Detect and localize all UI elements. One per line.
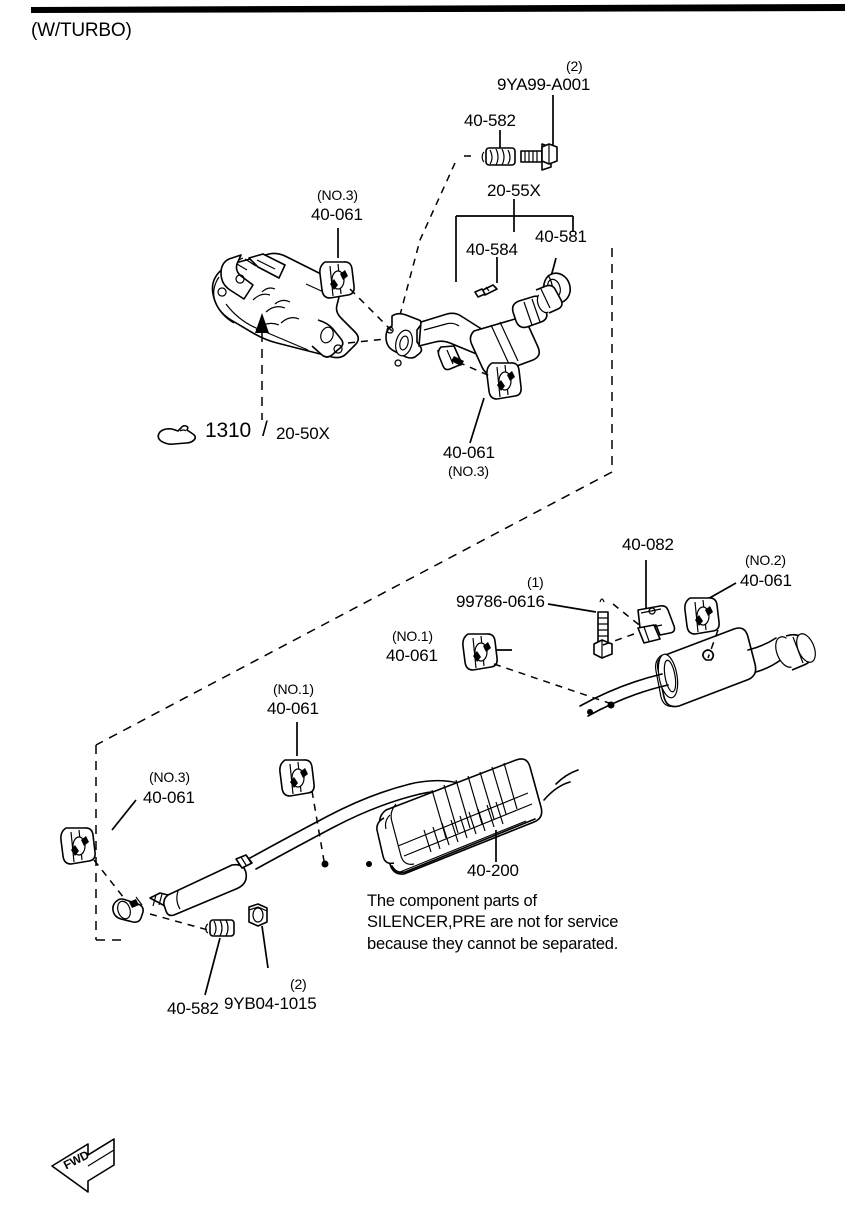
label-40-061-no1-left: 40-061 (267, 699, 319, 718)
label-hanger-no2-no: (NO.2) (745, 552, 786, 568)
label-9YB04-qty: (2) (290, 976, 307, 992)
part-nut-9YB04-1015 (248, 903, 268, 927)
dash-pipe-to-hanger-ur (457, 361, 491, 377)
label-hanger-ur-no: (NO.3) (448, 463, 489, 479)
page-title: (W/TURBO) (31, 20, 132, 41)
leader-9YB04 (261, 925, 269, 969)
label-40-061-no1-right: 40-061 (386, 646, 438, 665)
dash-hanger-no3-to-flange (93, 859, 125, 899)
part-hanger-40-061-no3-lower (60, 827, 96, 865)
label-40-061-upper-right: 40-061 (443, 443, 495, 462)
label-hanger-no1r-no: (NO.1) (392, 628, 433, 644)
label-40-061-upper-left: 40-061 (311, 205, 363, 224)
part-bolt-99786-0616 (593, 598, 613, 659)
label-40-200: 40-200 (467, 861, 519, 880)
leader-40-582-lower (204, 937, 221, 996)
silencer-service-note: The component parts of SILENCER,PRE are … (367, 892, 619, 953)
top-rule (31, 4, 845, 13)
fwd-direction-arrow-icon (51, 1138, 115, 1193)
part-spring-40-582-lower (205, 919, 235, 937)
part-front-pipe-catalytic-converter (385, 284, 563, 376)
label-manifold-ref-number: 1310 (205, 419, 251, 442)
pipe-node-d (366, 861, 372, 867)
part-rear-muffler (579, 627, 816, 717)
leader-manifold-reference (255, 313, 269, 420)
part-hanger-40-061-no1-right (462, 633, 498, 671)
part-hanger-40-061-upper-right (486, 362, 522, 400)
dash-bolt-down-to-flange (399, 162, 456, 316)
label-manifold-ref-code: 20-50X (276, 424, 330, 443)
label-99786-qty: (1) (527, 574, 544, 590)
dash-hanger-no2-to-muffler (707, 629, 719, 659)
leader-99786 (547, 603, 597, 613)
part-hanger-40-061-no2 (684, 597, 720, 635)
label-hanger-no1l-no: (NO.1) (273, 681, 314, 697)
label-9YA99-A001: 9YA99-A001 (497, 75, 591, 94)
label-40-584: 40-584 (466, 240, 518, 259)
dash-flange-to-spring-lower (149, 913, 209, 931)
part-spring-40-582-upper (481, 147, 516, 166)
part-bolt-9YA99-A001 (520, 143, 558, 171)
label-40-082: 40-082 (622, 535, 674, 554)
label-40-582-upper: 40-582 (464, 111, 516, 130)
label-9YB04-1015: 9YB04-1015 (224, 994, 317, 1013)
pipe-node-a (607, 701, 615, 709)
label-9YA99-qty: (2) (566, 58, 583, 74)
part-bolt-40-584 (474, 284, 498, 298)
label-manifold-ref-separator: / (262, 418, 268, 441)
part-silencer-pre-40-200 (376, 758, 543, 875)
label-hanger-ul-no: (NO.3) (317, 187, 358, 203)
part-hanger-40-061-no1-left (279, 759, 315, 797)
label-99786-0616: 99786-0616 (456, 592, 545, 611)
label-40-581: 40-581 (535, 227, 587, 246)
leader-hanger-upper-right (469, 397, 485, 444)
label-40-582-lower: 40-582 (167, 999, 219, 1018)
dash-hanger-to-pipe-ul (349, 288, 393, 332)
label-40-061-no3-lower: 40-061 (143, 788, 195, 807)
part-exhaust-pipe-assembly (112, 627, 816, 923)
part-bracket-40-082 (637, 605, 676, 644)
part-hanger-40-061-upper-left (319, 261, 355, 299)
upper-group-boundary (95, 248, 613, 941)
dash-hanger-no1l-to-pipe (311, 790, 325, 862)
label-40-061-no2: 40-061 (740, 571, 792, 590)
leader-hanger-no3-lower (111, 799, 137, 831)
pipe-node-c (321, 860, 329, 868)
label-hanger-no3l-no: (NO.3) (149, 769, 190, 785)
label-20-55X: 20-55X (487, 181, 541, 200)
pipe-node-b (587, 709, 593, 715)
pointing-hand-icon (157, 424, 197, 445)
dash-bracket-left (599, 633, 635, 647)
dash-hanger-no1r-to-pipe (493, 663, 610, 704)
bracket-20-55X-tree (455, 199, 574, 282)
